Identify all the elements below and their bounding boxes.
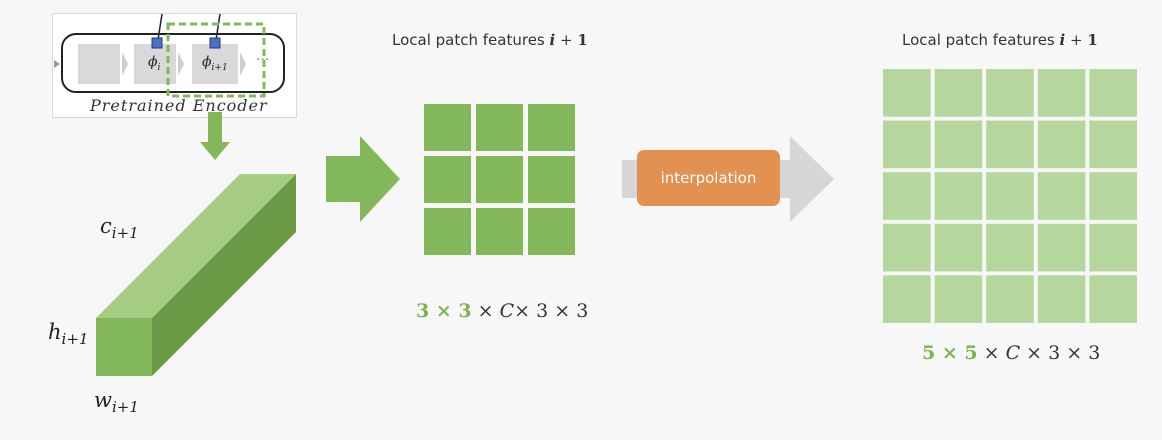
- grid-cell: [986, 275, 1034, 323]
- grid-cell: [1037, 275, 1086, 323]
- grid-cell: [1089, 172, 1137, 220]
- grid-cell: [934, 223, 983, 272]
- w-label: wi+1: [94, 388, 139, 416]
- grid-cell: [986, 172, 1034, 220]
- encoder-label: Pretrained Encoder: [90, 96, 268, 115]
- grid-cell: [883, 172, 931, 220]
- encoder-input-arrow: [54, 60, 60, 68]
- selection-dashed-box: [166, 22, 266, 98]
- grid-cell: [1089, 275, 1137, 323]
- grid-cell: [934, 120, 983, 169]
- h-label: hi+1: [48, 320, 89, 348]
- grid-cell: [528, 208, 575, 255]
- volume-top-face: [96, 174, 296, 318]
- grid-cell: [1037, 223, 1086, 272]
- grid-cell: [424, 104, 471, 151]
- grid-large-dims: 5 × 5 × C × 3 × 3: [922, 342, 1101, 364]
- grid-cell: [1037, 69, 1086, 117]
- grid-cell: [476, 156, 523, 203]
- grid-cell: [1037, 172, 1086, 220]
- grid-cell: [476, 104, 523, 151]
- down-arrow-head: [200, 142, 230, 160]
- c-label: ci+1: [100, 214, 139, 242]
- encoder-ellipsis: ···: [256, 52, 270, 68]
- tap-node-i: [151, 37, 163, 49]
- grid-cell: [528, 156, 575, 203]
- big-arrow-shaft: [326, 156, 362, 202]
- phi-i1-label: ϕi+1: [202, 54, 228, 73]
- tap-node-i1: [209, 37, 221, 49]
- grid-cell: [424, 208, 471, 255]
- grid-cell: [934, 69, 983, 117]
- encoder-stage-arrow-3: [240, 52, 246, 76]
- grid-cell: [883, 275, 931, 323]
- grid-cell: [1089, 120, 1137, 169]
- grid-5x5: [883, 69, 1137, 323]
- grid-small-title: Local patch features i + 1: [392, 31, 588, 49]
- grid-cell: [986, 223, 1034, 272]
- grid-large-title: Local patch features i + 1: [902, 31, 1098, 49]
- encoder-stage-arrow-1: [122, 52, 128, 76]
- grid-3x3: [424, 104, 575, 255]
- grid-small-dims: 3 × 3 × C× 3 × 3: [416, 300, 589, 322]
- tap-line-i1: [215, 13, 221, 41]
- down-arrow-shaft: [208, 112, 222, 142]
- grid-cell: [883, 69, 931, 117]
- grid-cell: [934, 172, 983, 220]
- grid-cell: [883, 223, 931, 272]
- grid-cell: [986, 69, 1034, 117]
- grid-cell: [1089, 223, 1137, 272]
- grid-cell: [1089, 69, 1137, 117]
- grid-cell: [883, 120, 931, 169]
- grid-cell: [476, 208, 523, 255]
- encoder-stage-1: [78, 44, 120, 84]
- volume-front-face: [96, 318, 152, 376]
- grid-cell: [424, 156, 471, 203]
- encoder-stage-arrow-2: [178, 52, 184, 76]
- tap-line-i: [157, 13, 163, 41]
- big-arrow-head: [360, 136, 400, 222]
- encoder-frame: [61, 33, 285, 93]
- grid-cell: [528, 104, 575, 151]
- volume-side-face: [152, 174, 296, 376]
- grid-cell: [934, 275, 983, 323]
- encoder-stage-3: [192, 44, 238, 84]
- interpolation-badge: interpolation: [637, 150, 780, 206]
- phi-i-label: ϕi: [148, 54, 161, 73]
- grid-cell: [1037, 120, 1086, 169]
- grey-arrow-head: [790, 136, 834, 222]
- grid-cell: [986, 120, 1034, 169]
